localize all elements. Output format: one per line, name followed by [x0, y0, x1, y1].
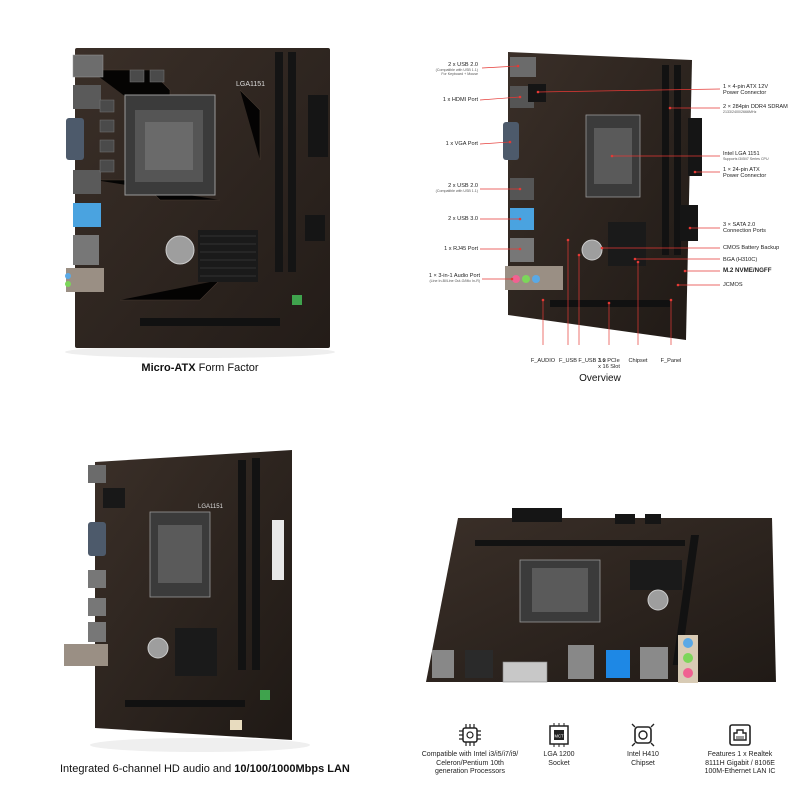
- label-atx12v: 1 × 4-pin ATX 12V Power Connector: [723, 84, 769, 97]
- label-f-panel: F_Panel: [660, 358, 682, 364]
- caption-bold-text: Micro-ATX: [141, 362, 196, 374]
- caption-form-factor: Micro-ATX Form Factor: [100, 362, 300, 374]
- label-pcie: 1 x PCIe x 16 Slot: [598, 358, 620, 371]
- caption-overview: Overview: [579, 373, 621, 384]
- motherboard-image-front: LGA1151: [65, 48, 335, 358]
- label-usb30: 2 x USB 3.0: [448, 216, 478, 222]
- label-f-audio: F_AUDIO: [530, 358, 556, 364]
- label-cmos-battery: CMOS Battery Backup: [723, 245, 780, 251]
- label-usb20-kb-mouse: 2 x USB 2.0(Compatible with USB 1.1) For…: [435, 62, 478, 77]
- motherboard-image-angled: LGA1151: [64, 450, 310, 752]
- feature-lan: Features 1 x Realtek 8111H Gigabit / 810…: [690, 722, 790, 777]
- panel-audio-lan: LGA1151 Integrated 6-channel HD audio an…: [0, 400, 400, 800]
- feature-text: LGA 1200 Socket: [543, 751, 575, 767]
- chipset-icon: [631, 723, 655, 747]
- feature-chipset: Intel H410 Chipset: [603, 722, 683, 768]
- label-chipset: Chipset: [628, 358, 648, 364]
- feature-socket: MCT LGA 1200 Socket: [519, 722, 599, 768]
- label-bga: BGA (H310C): [723, 257, 758, 263]
- caption-text: Form Factor: [195, 362, 259, 374]
- label-f-usb: F_USB: [558, 358, 578, 364]
- feature-text: Compatible with Intel i3/i5/i7/i9/ Celer…: [421, 751, 519, 775]
- motherboard-image-top: [426, 508, 776, 683]
- feature-text: Features 1 x Realtek 8111H Gigabit / 810…: [704, 751, 776, 775]
- label-atx24: 1 × 24-pin ATX Power Connector: [723, 167, 767, 180]
- label-jcmos: JCMOS: [723, 282, 743, 288]
- label-hdmi: 1 x HDMI Port: [442, 97, 478, 103]
- label-f-usb3: F_USB 3.0: [578, 358, 606, 364]
- feature-processor-compat: Compatible with Intel i3/i5/i7/i9/ Celer…: [420, 722, 520, 777]
- feature-text: Intel H410 Chipset: [627, 751, 659, 767]
- panel-overview: 2 x USB 2.0(Compatible with USB 1.1) For…: [400, 0, 800, 400]
- panel-features: Compatible with Intel i3/i5/i7/i9/ Celer…: [400, 400, 800, 800]
- processor-icon: [459, 724, 481, 746]
- svg-text:MCT: MCT: [554, 734, 564, 739]
- label-usb20: 2 x USB 2.0(Compatible with USB 1.1): [435, 183, 478, 194]
- label-m2: M.2 NVME/NGFF: [723, 267, 772, 274]
- caption-text: Integrated 6-channel HD audio and: [60, 763, 235, 775]
- label-audio: 1 × 3-in-1 Audio Port(Line In-Bl/Line Ou…: [428, 273, 480, 284]
- svg-text:LGA1151: LGA1151: [236, 81, 265, 88]
- motherboard-image-overview: [479, 52, 721, 345]
- svg-text:LGA1151: LGA1151: [198, 504, 224, 510]
- ethernet-port-icon: [729, 724, 751, 746]
- caption-audio-lan: Integrated 6-channel HD audio and 10/100…: [60, 763, 350, 775]
- panel-micro-atx: LGA1151 Micro-ATX Form Factor: [0, 0, 400, 400]
- cpu-chip-icon: MCT: [549, 723, 569, 747]
- caption-bold-text: 10/100/1000Mbps LAN: [234, 763, 350, 775]
- label-vga: 1 x VGA Port: [445, 141, 478, 147]
- label-sata: 3 × SATA 2.0 Connection Ports: [723, 222, 766, 235]
- label-rj45: 1 x RJ45 Port: [444, 246, 478, 252]
